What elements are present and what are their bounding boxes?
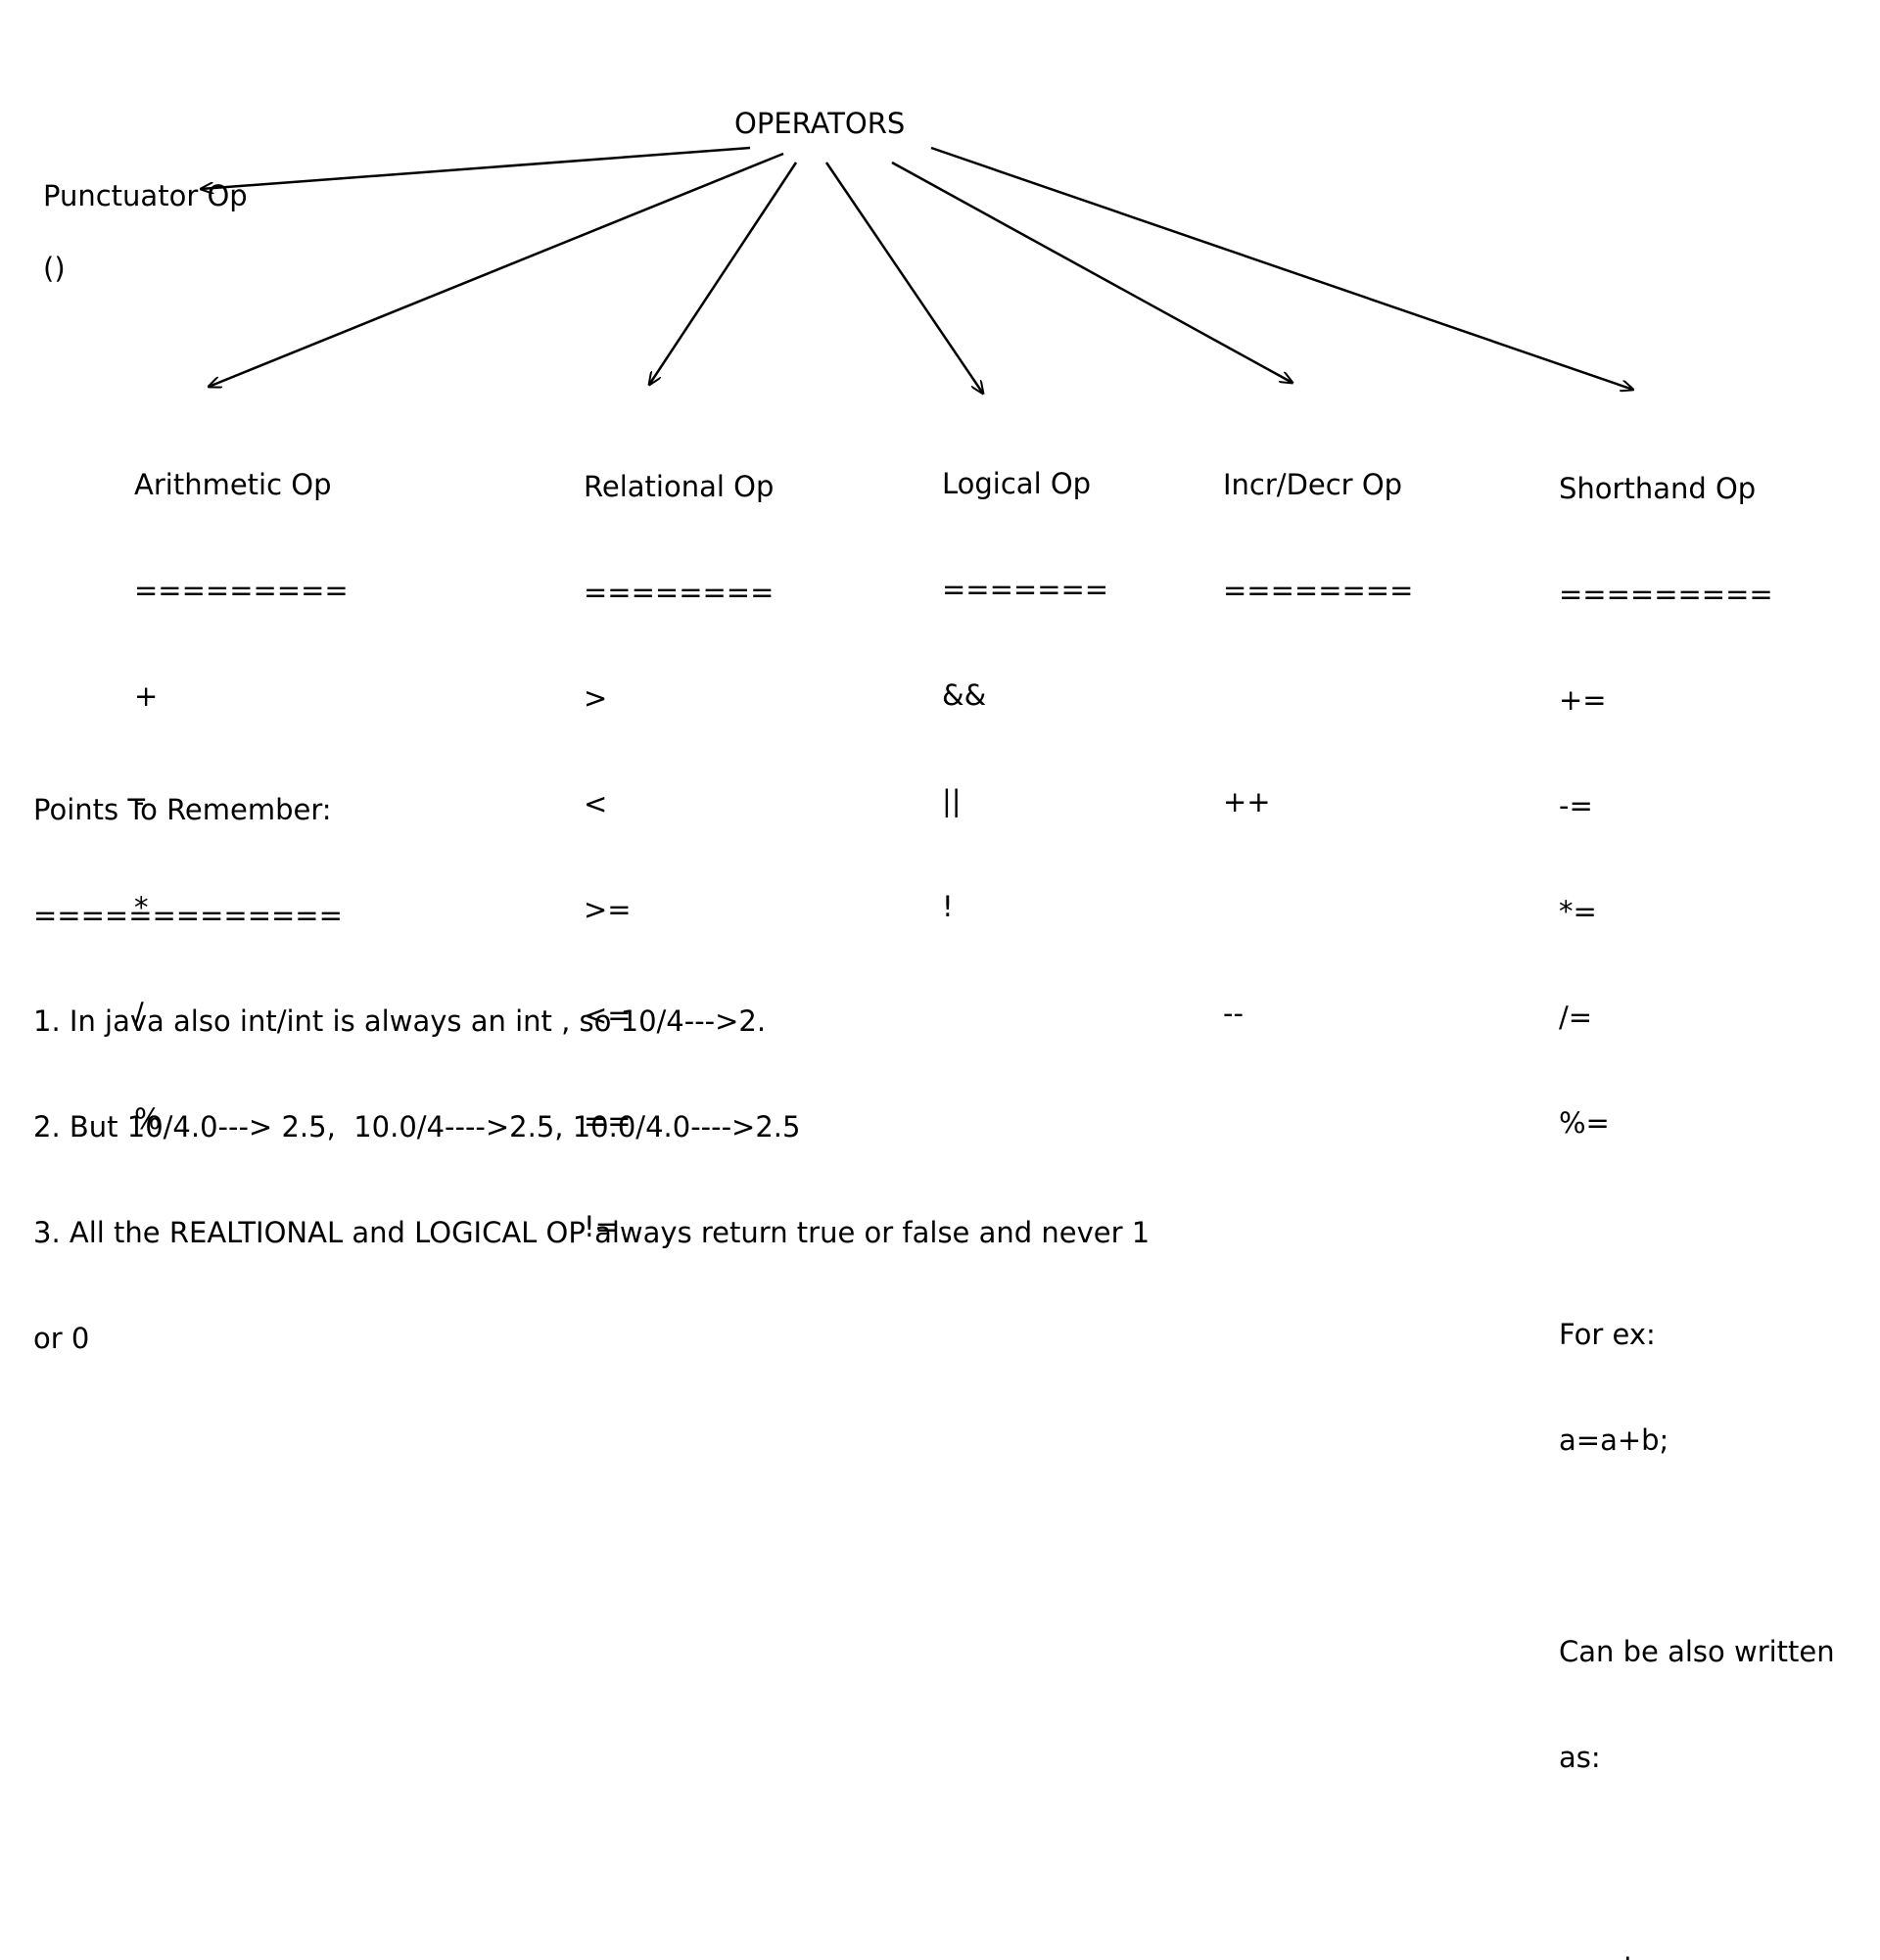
- incr-decr-op-node: Incr/Decr Op ======== ++ --: [1223, 397, 1413, 1066]
- operator-item: ++: [1223, 785, 1271, 818]
- arrows-layer: [0, 146, 1880, 980]
- point-line: 3. All the REALTIONAL and LOGICAL OP alw…: [33, 1216, 1151, 1249]
- example-expression: a=a+b;: [1559, 1423, 1669, 1457]
- operator-item: *=: [1559, 895, 1597, 928]
- spacer-line: [1559, 1528, 1835, 1563]
- category-underline: ========: [1223, 574, 1414, 607]
- example-shorthand-expression: a+=b;: [1559, 1951, 1835, 1960]
- point-line: 2. But 10/4.0---> 2.5, 10.0/4---->2.5, 1…: [33, 1110, 801, 1143]
- points-underline: =============: [33, 899, 343, 932]
- point-line: or 0: [33, 1322, 90, 1355]
- category-title: Incr/Decr Op: [1223, 468, 1403, 501]
- punctuator-op-title: Punctuator Op: [43, 179, 248, 212]
- category-title: Arithmetic Op: [134, 468, 332, 501]
- root-node-operators: OPERATORS: [734, 107, 906, 140]
- spacer-line: [1559, 1845, 1835, 1881]
- operator-item: &&: [942, 678, 987, 712]
- point-line: 1. In java also int/int is always an int…: [33, 1004, 767, 1038]
- category-title: Relational Op: [584, 470, 775, 503]
- category-title: Logical Op: [942, 467, 1092, 500]
- arrow-to-arithmetic: [209, 152, 784, 387]
- punctuator-op-symbol: (): [43, 252, 66, 285]
- operator-item: >=: [584, 893, 632, 926]
- operator-item: -: [134, 785, 145, 818]
- operator-item: [1223, 890, 1413, 925]
- category-underline: =========: [1559, 578, 1773, 611]
- spacer-line: [1559, 1211, 1835, 1246]
- category-title: Shorthand Op: [1559, 472, 1757, 505]
- operator-item: --: [1223, 997, 1244, 1030]
- arrow-to-relational: [649, 162, 798, 385]
- arrow-to-logical: [824, 162, 983, 394]
- arrow-to-shorthand: [930, 146, 1633, 390]
- operator-item: +: [134, 679, 159, 713]
- operator-item: %=: [1559, 1106, 1610, 1140]
- arrow-to-punctuator: [201, 146, 751, 189]
- example-label: For ex:: [1559, 1318, 1656, 1351]
- operator-item: *: [134, 891, 149, 924]
- example-note: as:: [1559, 1741, 1601, 1774]
- operator-item: <: [584, 787, 608, 820]
- points-to-remember: Points To Remember: ============= 1. In …: [33, 722, 1150, 1391]
- category-underline: =========: [134, 574, 349, 607]
- logical-op-node: Logical Op ======= && || !: [942, 396, 1108, 959]
- operator-item: -=: [1559, 789, 1593, 822]
- arrow-to-incrdecr: [891, 161, 1292, 383]
- operator-item: ||: [942, 784, 962, 817]
- operator-item: +=: [1559, 683, 1607, 717]
- category-underline: ========: [584, 576, 775, 609]
- operator-item: !: [942, 890, 954, 923]
- example-note: Can be also written: [1559, 1635, 1835, 1668]
- operator-item: >: [584, 681, 608, 715]
- points-title: Points To Remember:: [33, 793, 332, 826]
- shorthand-op-node: Shorthand Op ========= += -= *= /= %= Fo…: [1559, 400, 1835, 1960]
- category-underline: =======: [942, 573, 1109, 606]
- operator-item: [1223, 678, 1413, 714]
- operator-item: /=: [1559, 1001, 1593, 1034]
